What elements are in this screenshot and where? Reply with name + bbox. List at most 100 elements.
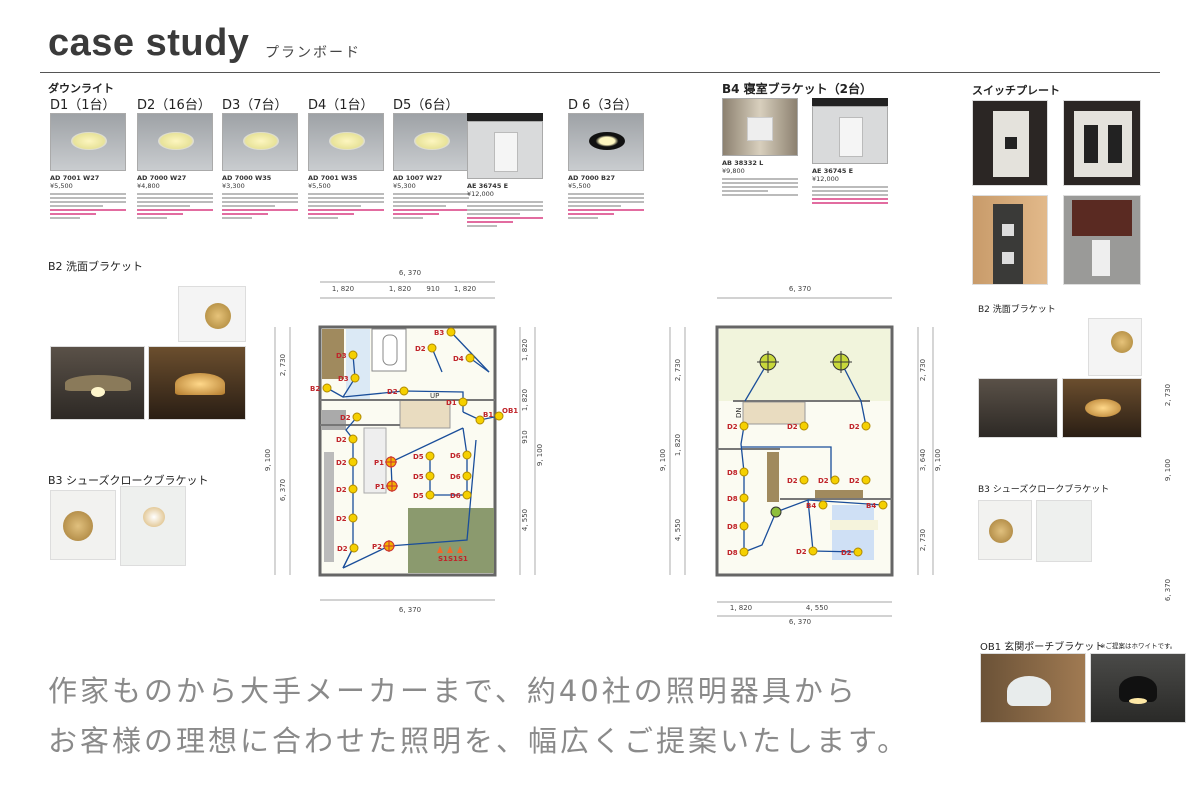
spotlight-icon [457,546,463,553]
ob1-porch-bracket-heading: OB1 玄関ポーチブラケット [980,642,1105,653]
product-card: AE 36745 E¥12,000 [467,113,543,229]
downlight-icon [427,343,437,353]
light-fixture: P1 [374,456,397,468]
light-fixture: D2 [849,475,871,485]
light-fixture: D3 [336,350,358,360]
downlight-icon [352,412,362,422]
tatami-room [408,508,494,573]
downlight-icon [462,490,472,500]
downlight-icon [348,434,358,444]
fixture-label: D1 [446,399,457,407]
product-card: AD 7001 W27¥5,500 [50,113,126,221]
light-fixture: D5 [413,471,435,481]
wiring [740,361,884,553]
fixture-label: D6 [450,473,461,481]
light-fixture: D8 [727,521,749,531]
product-card: AD 1007 W27¥5,300 [393,113,469,221]
dimension-label: 1, 820 [454,285,476,293]
downlight-icon [878,500,888,510]
ob1-black-lamp-photo [1090,653,1186,723]
fixture-label: D2 [818,477,829,485]
downlight-icon [861,475,871,485]
downlight-icon [739,547,749,557]
b3-bracket-photo-2 [120,486,186,566]
tagline-line-2: お客様の理想に合わせた照明を、幅広くご提案いたします。 [48,724,910,758]
product-card: AD 7000 W35¥3,300 [222,113,298,221]
fixture-label: P1 [375,483,385,491]
light-fixture: D2 [336,457,358,467]
product-card: AD 7000 W27¥4,800 [137,113,213,221]
switch-wood-wall-photo [972,195,1048,285]
fixture-label: B4 [866,502,876,510]
product-model: AD 7000 B27 [568,174,616,182]
fixture-label: D2 [336,459,347,467]
downlight-icon [853,547,863,557]
downlight-icon [399,386,409,396]
product-price: ¥5,300 [393,182,416,190]
ceiling-light-icon [770,506,782,518]
downlight-image [393,113,469,171]
downlight-icon [465,353,475,363]
closet [322,329,344,379]
fixture-label: D2 [849,423,860,431]
bed [832,505,874,560]
header-divider [40,72,1160,73]
fixture-label: D2 [849,477,860,485]
fixture-label: D5 [413,473,424,481]
b2-washroom-bracket-heading: B2 洗面ブラケット [48,260,144,273]
right-b2-heading: B2 洗面ブラケット [978,305,1056,315]
ob1-white-lamp-photo [980,653,1086,723]
downlight-icon [348,484,358,494]
downlight-icon [739,521,749,531]
product-price: ¥12,000 [812,175,839,183]
fixture-label: D8 [727,549,738,557]
downlight-icon [425,471,435,481]
downlight-heading: ダウンライト [48,82,114,95]
staircase-2f [742,401,806,425]
light-fixture: D2 [796,546,818,556]
switch-plate-single-photo [972,100,1048,186]
light-fixture: D1 [446,397,468,407]
product-price: ¥5,500 [308,182,331,190]
downlight-image [222,113,298,171]
ob1-note: ※ご提案はホワイトです。 [1100,642,1177,650]
dimension-label: 2, 730 [919,359,927,381]
light-fixture: P2 [372,540,395,552]
light-fixture: D2 [336,434,358,444]
downlight-icon [739,493,749,503]
product-model: AD 7001 W35 [308,174,358,182]
light-fixture: D2 [849,421,871,431]
downlight-icon [462,450,472,460]
product-price: ¥12,000 [467,190,494,198]
b3-shoe-closet-bracket-heading: B3 シューズクロークブラケット [48,474,209,487]
downlight-icon [739,421,749,431]
headboard [815,490,863,498]
dimension-label: 9, 100 [659,449,667,471]
light-fixture: D2 [336,513,358,523]
light-fixture: B2 [310,383,332,393]
dimension-label: 1, 820 [730,604,752,612]
downlight-icon [425,490,435,500]
downlight-icon [348,513,358,523]
product-model: AB 38332 L [722,159,764,167]
downlight-label: D2（16台） [137,98,211,113]
light-fixture: D8 [727,467,749,477]
light-fixture: D2 [787,421,809,431]
downlight-icon [350,373,360,383]
light-fixture: D2 [337,543,359,553]
dimension-label: 9, 100 [934,449,942,471]
right-b3-heading: B3 シューズクロークブラケット [978,485,1110,495]
b4-heading: B4 寝室ブラケット（2台） [722,82,873,96]
light-fixture: B4 [806,500,828,510]
light-fixture: S1 [437,546,448,563]
downlight-icon [425,451,435,461]
fixture-label: D3 [338,375,349,383]
right-b2-bracket-photo [1088,318,1142,376]
light-fixture: D4 [453,353,475,363]
light-fixture: D2 [387,386,409,396]
light-fixture: D6 [450,490,472,500]
dimension-label: 4, 550 [521,509,529,531]
fixture-label: B3 [434,329,444,337]
downlight-icon [830,475,840,485]
